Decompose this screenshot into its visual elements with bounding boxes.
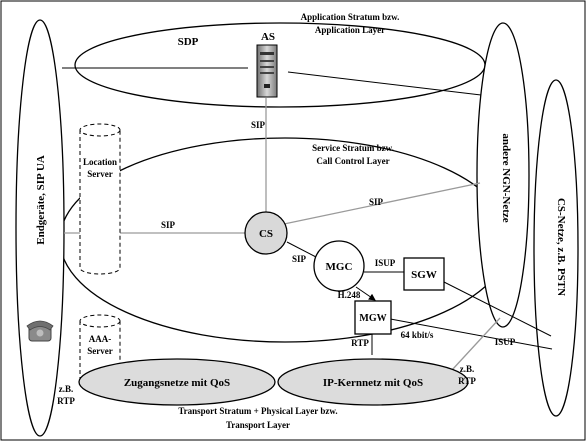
as-label: AS: [261, 31, 275, 43]
application-layer-title-line1: Application Stratum bzw.: [301, 12, 400, 22]
sgw-node: [403, 257, 445, 291]
cs-netze-label: CS-Netze, z.B. PSTN: [555, 198, 567, 296]
isup-mgc-sgw-label: ISUP: [375, 258, 396, 268]
cs-netze-ellipse: [533, 79, 579, 417]
mgw-node: [354, 300, 392, 335]
link-sgw-csnetze: [443, 281, 552, 337]
kbit-label: 64 kbit/s: [401, 330, 434, 340]
location-server-label-line2: Server: [87, 169, 112, 179]
mgw-label: MGW: [359, 313, 386, 324]
zb-rtp-left-line2: RTP: [57, 396, 75, 406]
link-ipcore-ngn: [451, 317, 501, 371]
location-server-label-line1: Location: [83, 157, 117, 167]
application-layer-ellipse: [74, 22, 486, 108]
link-cs-ngn: [283, 182, 481, 225]
isup-mgw-label: ISUP: [495, 337, 516, 347]
link-mgw-csnetze: [384, 317, 553, 350]
zb-rtp-right-line1: z.B.: [460, 364, 475, 374]
sip-cs-mgc-label: SIP: [292, 254, 307, 264]
endgeraete-ellipse: [15, 19, 65, 437]
rtp-mgw-label: RTP: [351, 338, 369, 348]
ip-kernnetz-ellipse: [277, 358, 469, 406]
as-server-icon: [256, 44, 278, 98]
link-as-ngn: [287, 71, 482, 96]
link-mgc-mgw: [355, 286, 376, 301]
h248-label: H.248: [338, 290, 361, 300]
service-layer-title-line2: Call Control Layer: [316, 156, 389, 166]
sgw-label: SGW: [411, 269, 437, 281]
mgc-node: [313, 240, 365, 292]
ip-kernnetz-label: IP-Kernnetz mit QoS: [323, 377, 423, 389]
link-cs-mgc: [286, 241, 317, 258]
mgc-label: MGC: [326, 261, 353, 273]
endgeraete-label: Endgeräte, SIP UA: [35, 155, 47, 245]
service-layer-title-line1: Service Stratum bzw.: [312, 143, 394, 153]
location-server-cylinder: [79, 123, 121, 275]
aaa-server-label-line1: AAA-: [89, 334, 112, 344]
cs-node: [244, 211, 288, 255]
cs-label: CS: [259, 228, 273, 240]
aaa-server-label-line2: Server: [87, 346, 112, 356]
telephone-icon: [26, 320, 54, 342]
andere-ngn-label: andere NGN-Netze: [500, 133, 512, 222]
zb-rtp-left-line1: z.B.: [59, 384, 74, 394]
zugangsnetze-label: Zugangsnetze mit QoS: [124, 377, 230, 389]
application-layer-title-line2: Application Layer: [315, 25, 385, 35]
andere-ngn-ellipse: [476, 22, 530, 328]
transport-layer-title-line2: Transport Layer: [226, 420, 290, 430]
sip-ue-cs-label: SIP: [161, 220, 176, 230]
transport-layer-title-line1: Transport Stratum + Physical Layer bzw.: [178, 406, 337, 416]
sdp-label: SDP: [178, 36, 199, 48]
sip-as-cs-label: SIP: [251, 120, 266, 130]
sip-cs-ngn-label: SIP: [369, 197, 384, 207]
zugangsnetze-ellipse: [78, 358, 276, 406]
zb-rtp-right-line2: RTP: [458, 376, 476, 386]
